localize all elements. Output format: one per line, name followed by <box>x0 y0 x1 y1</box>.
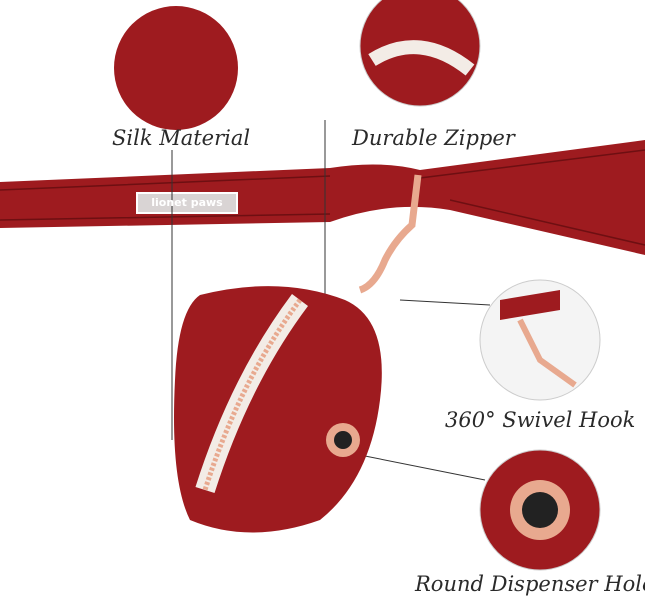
detail-silk <box>114 6 238 130</box>
swivel-hook <box>358 174 422 294</box>
caption-swivel-hook: 360° Swivel Hook <box>445 408 636 432</box>
caption-durable-zipper: Durable Zipper <box>352 126 515 150</box>
brand-label-text: lionet paws <box>151 196 223 209</box>
leash-strap <box>0 140 645 255</box>
caption-dispenser-hole: Round Dispenser Hole <box>415 572 645 596</box>
caption-silk-material: Silk Material <box>112 126 251 150</box>
pouch <box>174 286 382 533</box>
brand-label <box>136 192 238 214</box>
